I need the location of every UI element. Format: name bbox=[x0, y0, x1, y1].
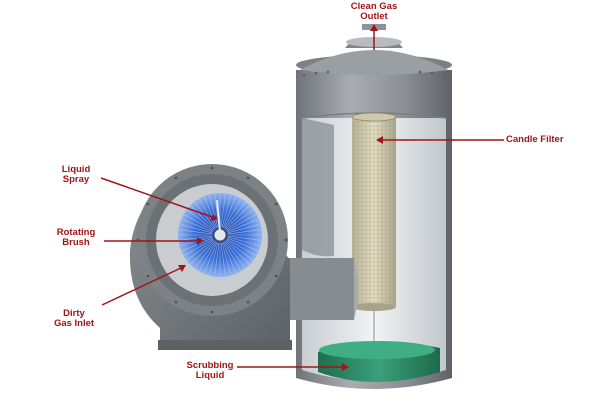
leader-lines bbox=[100, 29, 504, 368]
candle-filter bbox=[351, 112, 397, 362]
brush-bristle bbox=[194, 202, 216, 229]
brush-bristle bbox=[182, 219, 213, 233]
arrowhead-dirty-gas-inlet bbox=[178, 265, 186, 272]
brush-bristle bbox=[226, 239, 253, 261]
brush-bristle bbox=[199, 199, 217, 229]
label-scrubbing-liquid: Scrubbing Liquid bbox=[180, 361, 240, 381]
label-scrubbing-liquid-line1: Scrubbing bbox=[186, 360, 234, 371]
arrowhead-scrubbing-liquid bbox=[342, 363, 349, 371]
arrowhead-clean-gas-outlet bbox=[370, 24, 378, 31]
brush-bristle bbox=[227, 236, 260, 246]
label-dirty-gas-inlet-line1: Dirty bbox=[63, 308, 85, 319]
brush-bristle bbox=[199, 241, 217, 271]
brush-bristle bbox=[225, 240, 250, 265]
label-clean-gas-outlet-line2: Outlet bbox=[360, 11, 388, 22]
spray-nozzle bbox=[216, 199, 221, 233]
brush-bristle bbox=[204, 197, 218, 228]
brush-bristle bbox=[209, 242, 219, 275]
brush-bristle bbox=[227, 235, 261, 241]
brush-bristle bbox=[227, 229, 261, 235]
brush-bristle bbox=[226, 209, 253, 231]
label-rotating-brush-line2: Brush bbox=[62, 237, 90, 248]
label-scrubbing-liquid-line2: Liquid bbox=[195, 370, 225, 381]
label-liquid-spray: Liquid Spray bbox=[48, 165, 104, 185]
brush-bristle bbox=[222, 197, 236, 228]
brush-bristle bbox=[209, 195, 219, 228]
brush-bristle bbox=[179, 229, 213, 235]
brush-bristle bbox=[224, 202, 246, 229]
brush-bristle bbox=[214, 242, 220, 276]
brush-bristle bbox=[226, 238, 256, 256]
brush-bristle bbox=[187, 209, 214, 231]
label-clean-gas-outlet: Clean Gas Outlet bbox=[346, 2, 402, 22]
arrowhead-candle-filter bbox=[376, 136, 383, 144]
label-dirty-gas-inlet: Dirty Gas Inlet bbox=[44, 309, 104, 329]
label-liquid-spray-line1: Liquid bbox=[61, 164, 91, 175]
brush-bristle bbox=[225, 205, 250, 230]
leader-liquid-spray bbox=[100, 177, 216, 219]
leader-arrowheads bbox=[178, 24, 383, 371]
brush-bristle bbox=[194, 241, 216, 268]
brush-bristle bbox=[224, 241, 246, 268]
brush-bristle bbox=[223, 241, 241, 271]
label-rotating-brush: Rotating Brush bbox=[48, 228, 104, 248]
brush-bristle bbox=[184, 238, 214, 256]
label-candle-filter: Candle Filter bbox=[506, 134, 564, 145]
brush-bristle bbox=[204, 242, 218, 273]
arrowhead-liquid-spray bbox=[210, 214, 218, 221]
leader-dirty-gas-inlet bbox=[101, 266, 184, 306]
brush-bristle bbox=[221, 195, 231, 228]
brush-bristle bbox=[180, 224, 213, 234]
arrowhead-rotating-brush bbox=[197, 237, 204, 245]
rotating-brush bbox=[178, 193, 262, 277]
label-rotating-brush-line1: Rotating bbox=[56, 227, 96, 238]
brush-bristle bbox=[223, 199, 241, 229]
brush-bristle bbox=[227, 219, 258, 233]
brush-bristle bbox=[222, 242, 236, 273]
label-dirty-gas-inlet-line2: Gas Inlet bbox=[53, 318, 95, 329]
brush-bristle bbox=[190, 240, 215, 265]
brush-bristle bbox=[220, 194, 226, 228]
label-clean-gas-outlet-line1: Clean Gas bbox=[350, 1, 398, 12]
scrubbing-liquid-pool bbox=[318, 341, 440, 382]
label-liquid-spray-line2: Spray bbox=[62, 174, 90, 185]
brush-bristle bbox=[184, 214, 214, 232]
brush-bristle bbox=[220, 242, 226, 276]
brush-bristle bbox=[227, 237, 258, 251]
brush-bristle bbox=[227, 224, 260, 234]
brush-bristle bbox=[179, 235, 213, 241]
brush-bristle bbox=[187, 239, 214, 261]
brush-bristle bbox=[226, 214, 256, 232]
brush-bristle bbox=[221, 242, 231, 275]
inlet-duct bbox=[282, 258, 358, 320]
brush-bristle bbox=[190, 205, 215, 230]
